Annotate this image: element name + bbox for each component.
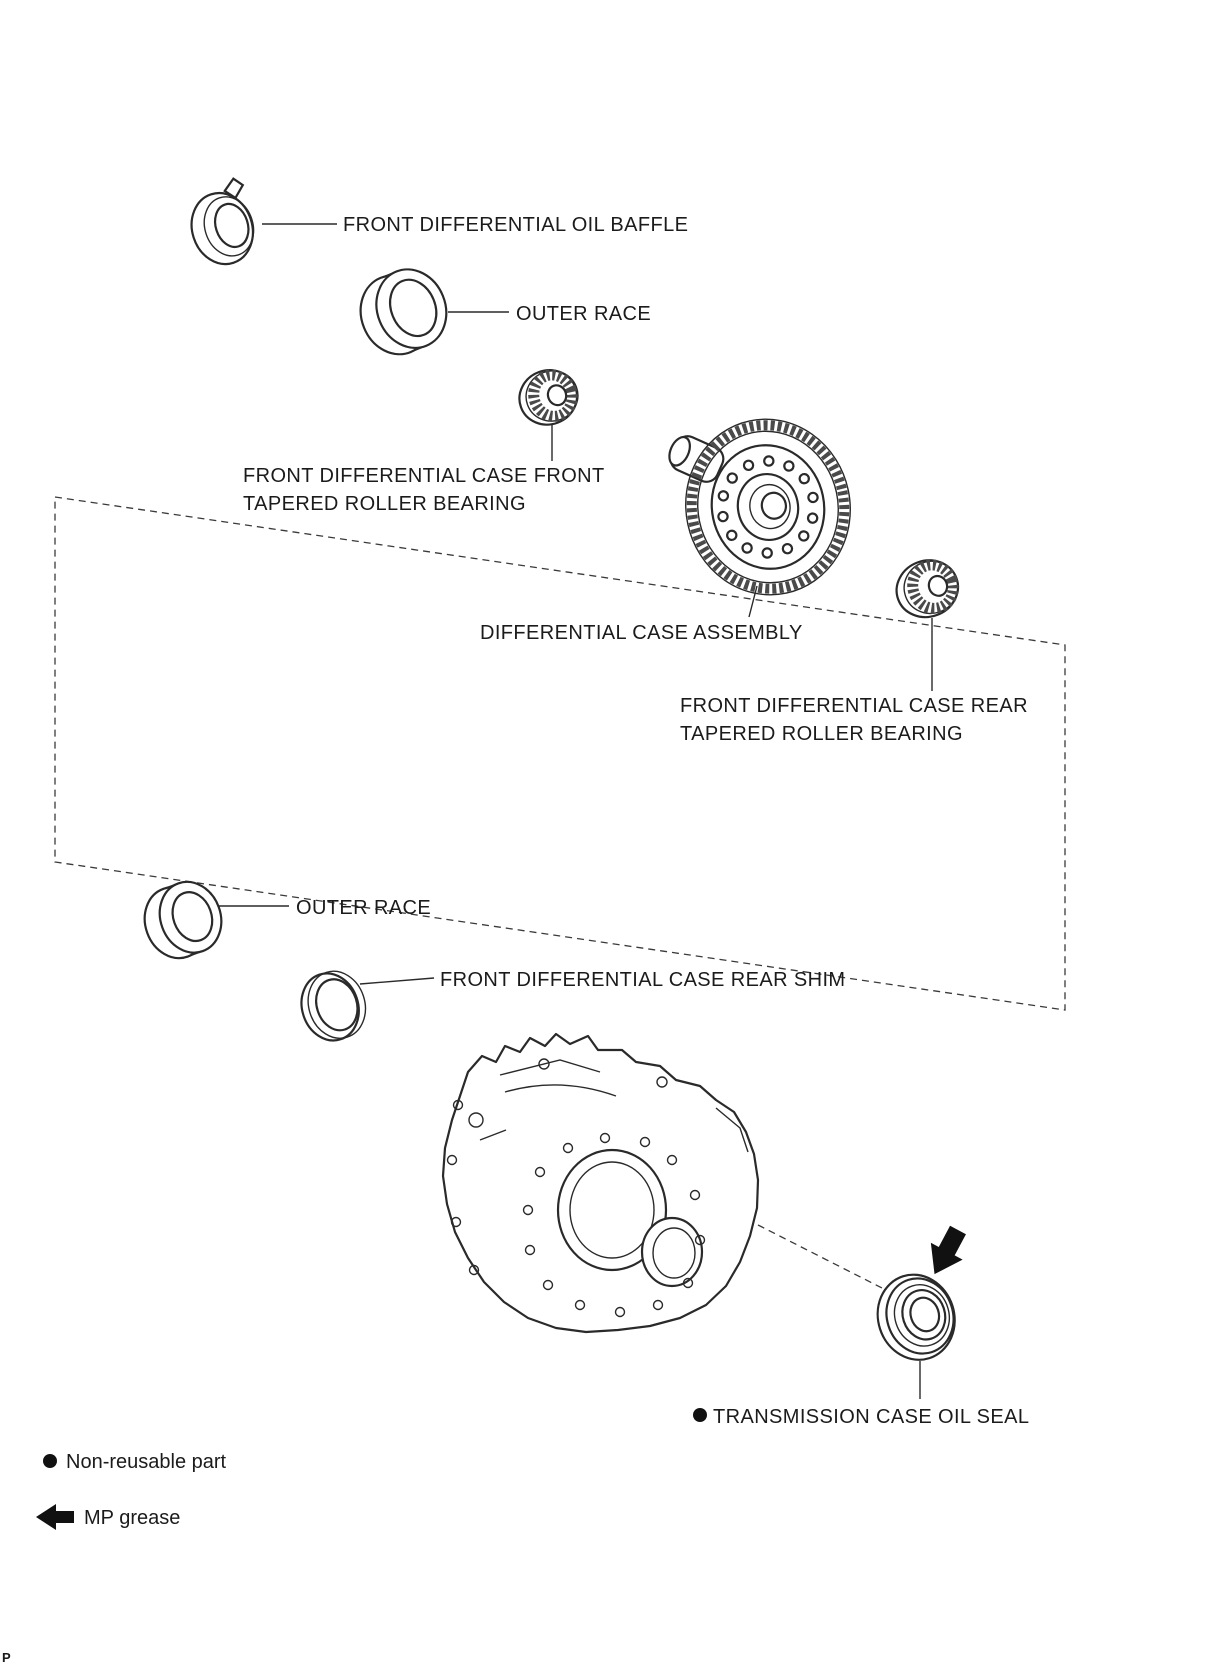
front-bearing-label-line2: TAPERED ROLLER BEARING — [243, 493, 526, 515]
rear-shim-label: FRONT DIFFERENTIAL CASE REAR SHIM — [440, 969, 845, 991]
oil-baffle-tab — [223, 177, 245, 200]
rear-bearing-label-line2: TAPERED ROLLER BEARING — [680, 723, 963, 745]
oil-baffle-part — [190, 177, 255, 266]
outer-race-top-part — [359, 268, 448, 356]
mp-grease-legend-arrow-icon — [36, 1504, 74, 1530]
differential-case-assembly-part — [668, 418, 851, 596]
rear-bearing-label-line1: FRONT DIFFERENTIAL CASE REAR — [680, 695, 1028, 717]
page-marker: P — [2, 1650, 11, 1665]
assembly-plane-dashed-outline — [54, 496, 1066, 1011]
non-reusable-marker-oil-seal — [693, 1408, 707, 1422]
outer-race-top-label: OUTER RACE — [516, 303, 651, 325]
rear-shim-part — [300, 970, 367, 1042]
rear-tapered-roller-bearing-part — [895, 559, 960, 619]
front-bearing-label-line1: FRONT DIFFERENTIAL CASE FRONT — [243, 465, 605, 487]
oil-seal-label: TRANSMISSION CASE OIL SEAL — [713, 1406, 1029, 1428]
outer-race-bottom-part — [143, 880, 223, 960]
case-bolt-holes — [446, 1099, 706, 1318]
legend-non-reusable-label: Non-reusable part — [66, 1451, 227, 1473]
mp-grease-arrow-icon — [930, 1225, 966, 1275]
rear-shim-leader-line — [359, 977, 435, 985]
non-reusable-bullet-icon — [43, 1454, 57, 1468]
transmission-case-part — [441, 1032, 760, 1334]
ring-gear-bolt-holes — [717, 455, 819, 559]
case-to-seal-dashed-line — [757, 1224, 883, 1289]
legend-mp-grease-label: MP grease — [84, 1507, 180, 1529]
front-tapered-roller-bearing-part — [518, 369, 579, 426]
legend: Non-reusable part MP grease — [36, 1451, 227, 1530]
outer-race-bottom-label: OUTER RACE — [296, 897, 431, 919]
oil-baffle-label: FRONT DIFFERENTIAL OIL BAFFLE — [343, 214, 688, 236]
transmission-case-oil-seal-part — [876, 1273, 956, 1361]
diff-case-leader-line — [748, 585, 758, 618]
diff-case-label: DIFFERENTIAL CASE ASSEMBLY — [480, 622, 803, 644]
